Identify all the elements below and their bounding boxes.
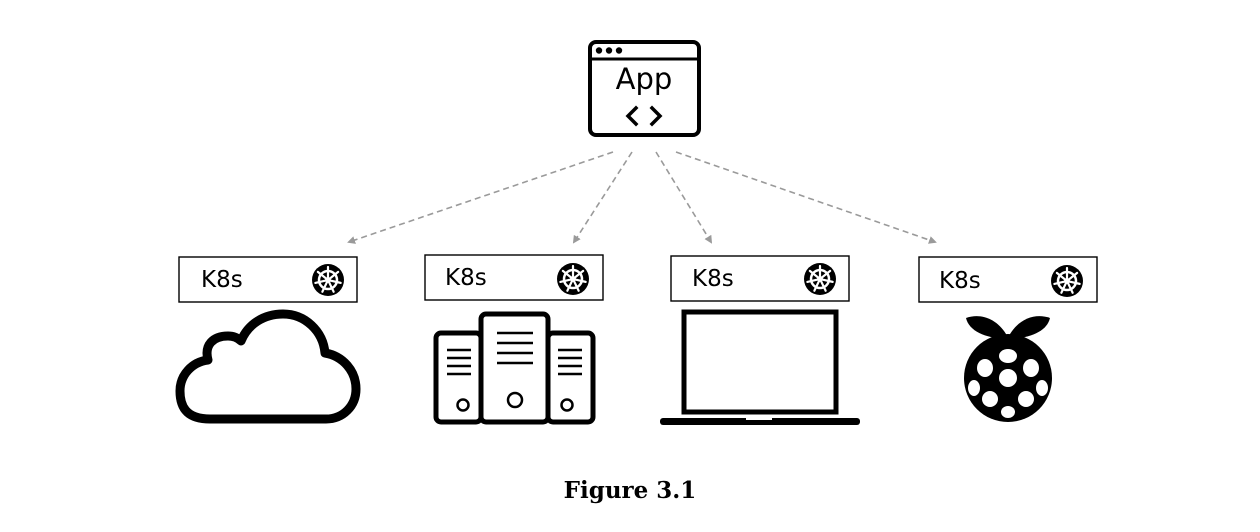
connectors — [347, 151, 937, 244]
kubernetes-helm-icon — [802, 261, 838, 297]
kubernetes-helm-icon — [1049, 263, 1085, 299]
k8s-box-laptop: K8s — [670, 255, 850, 302]
connector-servers — [572, 151, 633, 244]
k8s-label: K8s — [692, 266, 734, 292]
app-label: App — [616, 62, 673, 96]
raspberry-pi-icon — [964, 316, 1052, 422]
k8s-label: K8s — [445, 265, 487, 291]
cloud-icon — [175, 309, 361, 424]
app-window: App — [588, 40, 701, 137]
kubernetes-helm-icon — [310, 262, 346, 298]
kubernetes-helm-icon — [555, 261, 591, 297]
k8s-box-cloud: K8s — [178, 256, 358, 303]
browser-window-icon — [588, 40, 701, 137]
window-dots-icon — [595, 47, 623, 54]
k8s-label: K8s — [201, 267, 243, 293]
laptop-icon — [660, 309, 860, 425]
diagram-canvas: App K8s K8s K8s — [175, 40, 1098, 425]
connector-raspberry-pi — [675, 151, 937, 244]
k8s-box-raspberry-pi: K8s — [918, 256, 1098, 303]
figure-caption: Figure 3.1 — [563, 477, 697, 504]
k8s-label: K8s — [939, 268, 981, 294]
server-rack-icon — [433, 311, 596, 425]
connector-cloud — [347, 151, 614, 244]
connector-laptop — [655, 151, 713, 244]
k8s-box-servers: K8s — [424, 254, 604, 301]
code-brackets-icon — [625, 105, 663, 127]
